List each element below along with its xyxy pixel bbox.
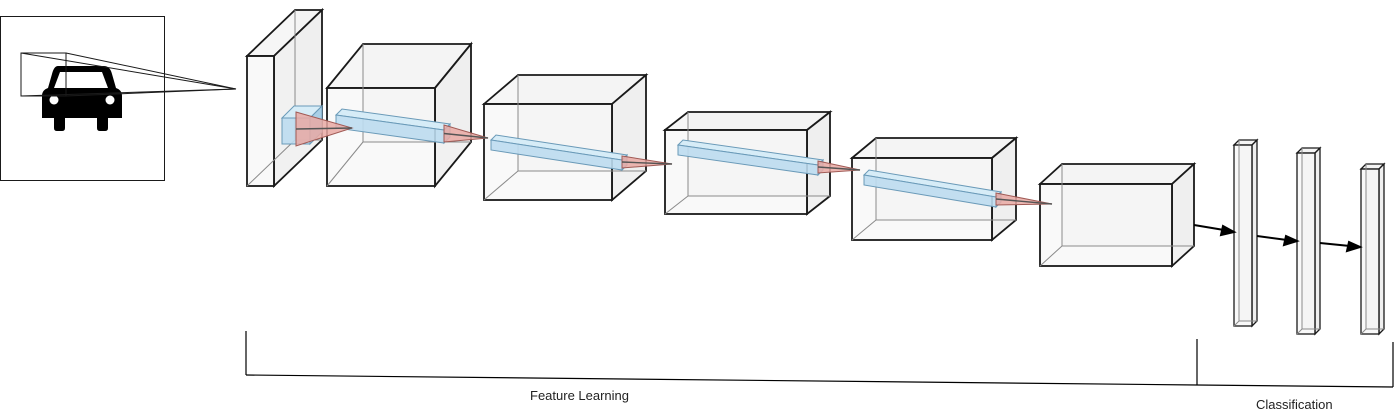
input-conv-slab xyxy=(244,7,325,189)
projection-4 xyxy=(995,192,1053,206)
classification-bracket xyxy=(1196,342,1394,388)
input-projection xyxy=(20,52,237,97)
feature-learning-bracket xyxy=(245,331,1198,386)
classification-arrows xyxy=(1193,224,1363,253)
arrow-to-fc2 xyxy=(1256,234,1300,247)
arrow-to-fc3 xyxy=(1319,240,1363,253)
fc-layer-3 xyxy=(1359,162,1386,336)
arrow-to-fc1 xyxy=(1193,224,1237,237)
input-image xyxy=(0,16,237,181)
projection-3 xyxy=(817,160,861,174)
conv-layer-3 xyxy=(1037,161,1197,269)
pool-layer-2 xyxy=(849,136,1019,242)
fc-layer-1 xyxy=(1232,138,1259,328)
feature-learning-label: Feature Learning xyxy=(530,388,630,403)
car-icon xyxy=(42,66,122,131)
kernel-4 xyxy=(862,169,1003,209)
classification-label: Classification xyxy=(1256,397,1333,412)
layers-group xyxy=(244,7,1386,336)
projection-1 xyxy=(443,124,489,143)
projection-input xyxy=(295,111,354,147)
kernels-group xyxy=(280,104,1053,209)
fc-layer-2 xyxy=(1295,146,1322,336)
projection-2 xyxy=(621,155,673,169)
pool-layer-1 xyxy=(481,73,649,202)
